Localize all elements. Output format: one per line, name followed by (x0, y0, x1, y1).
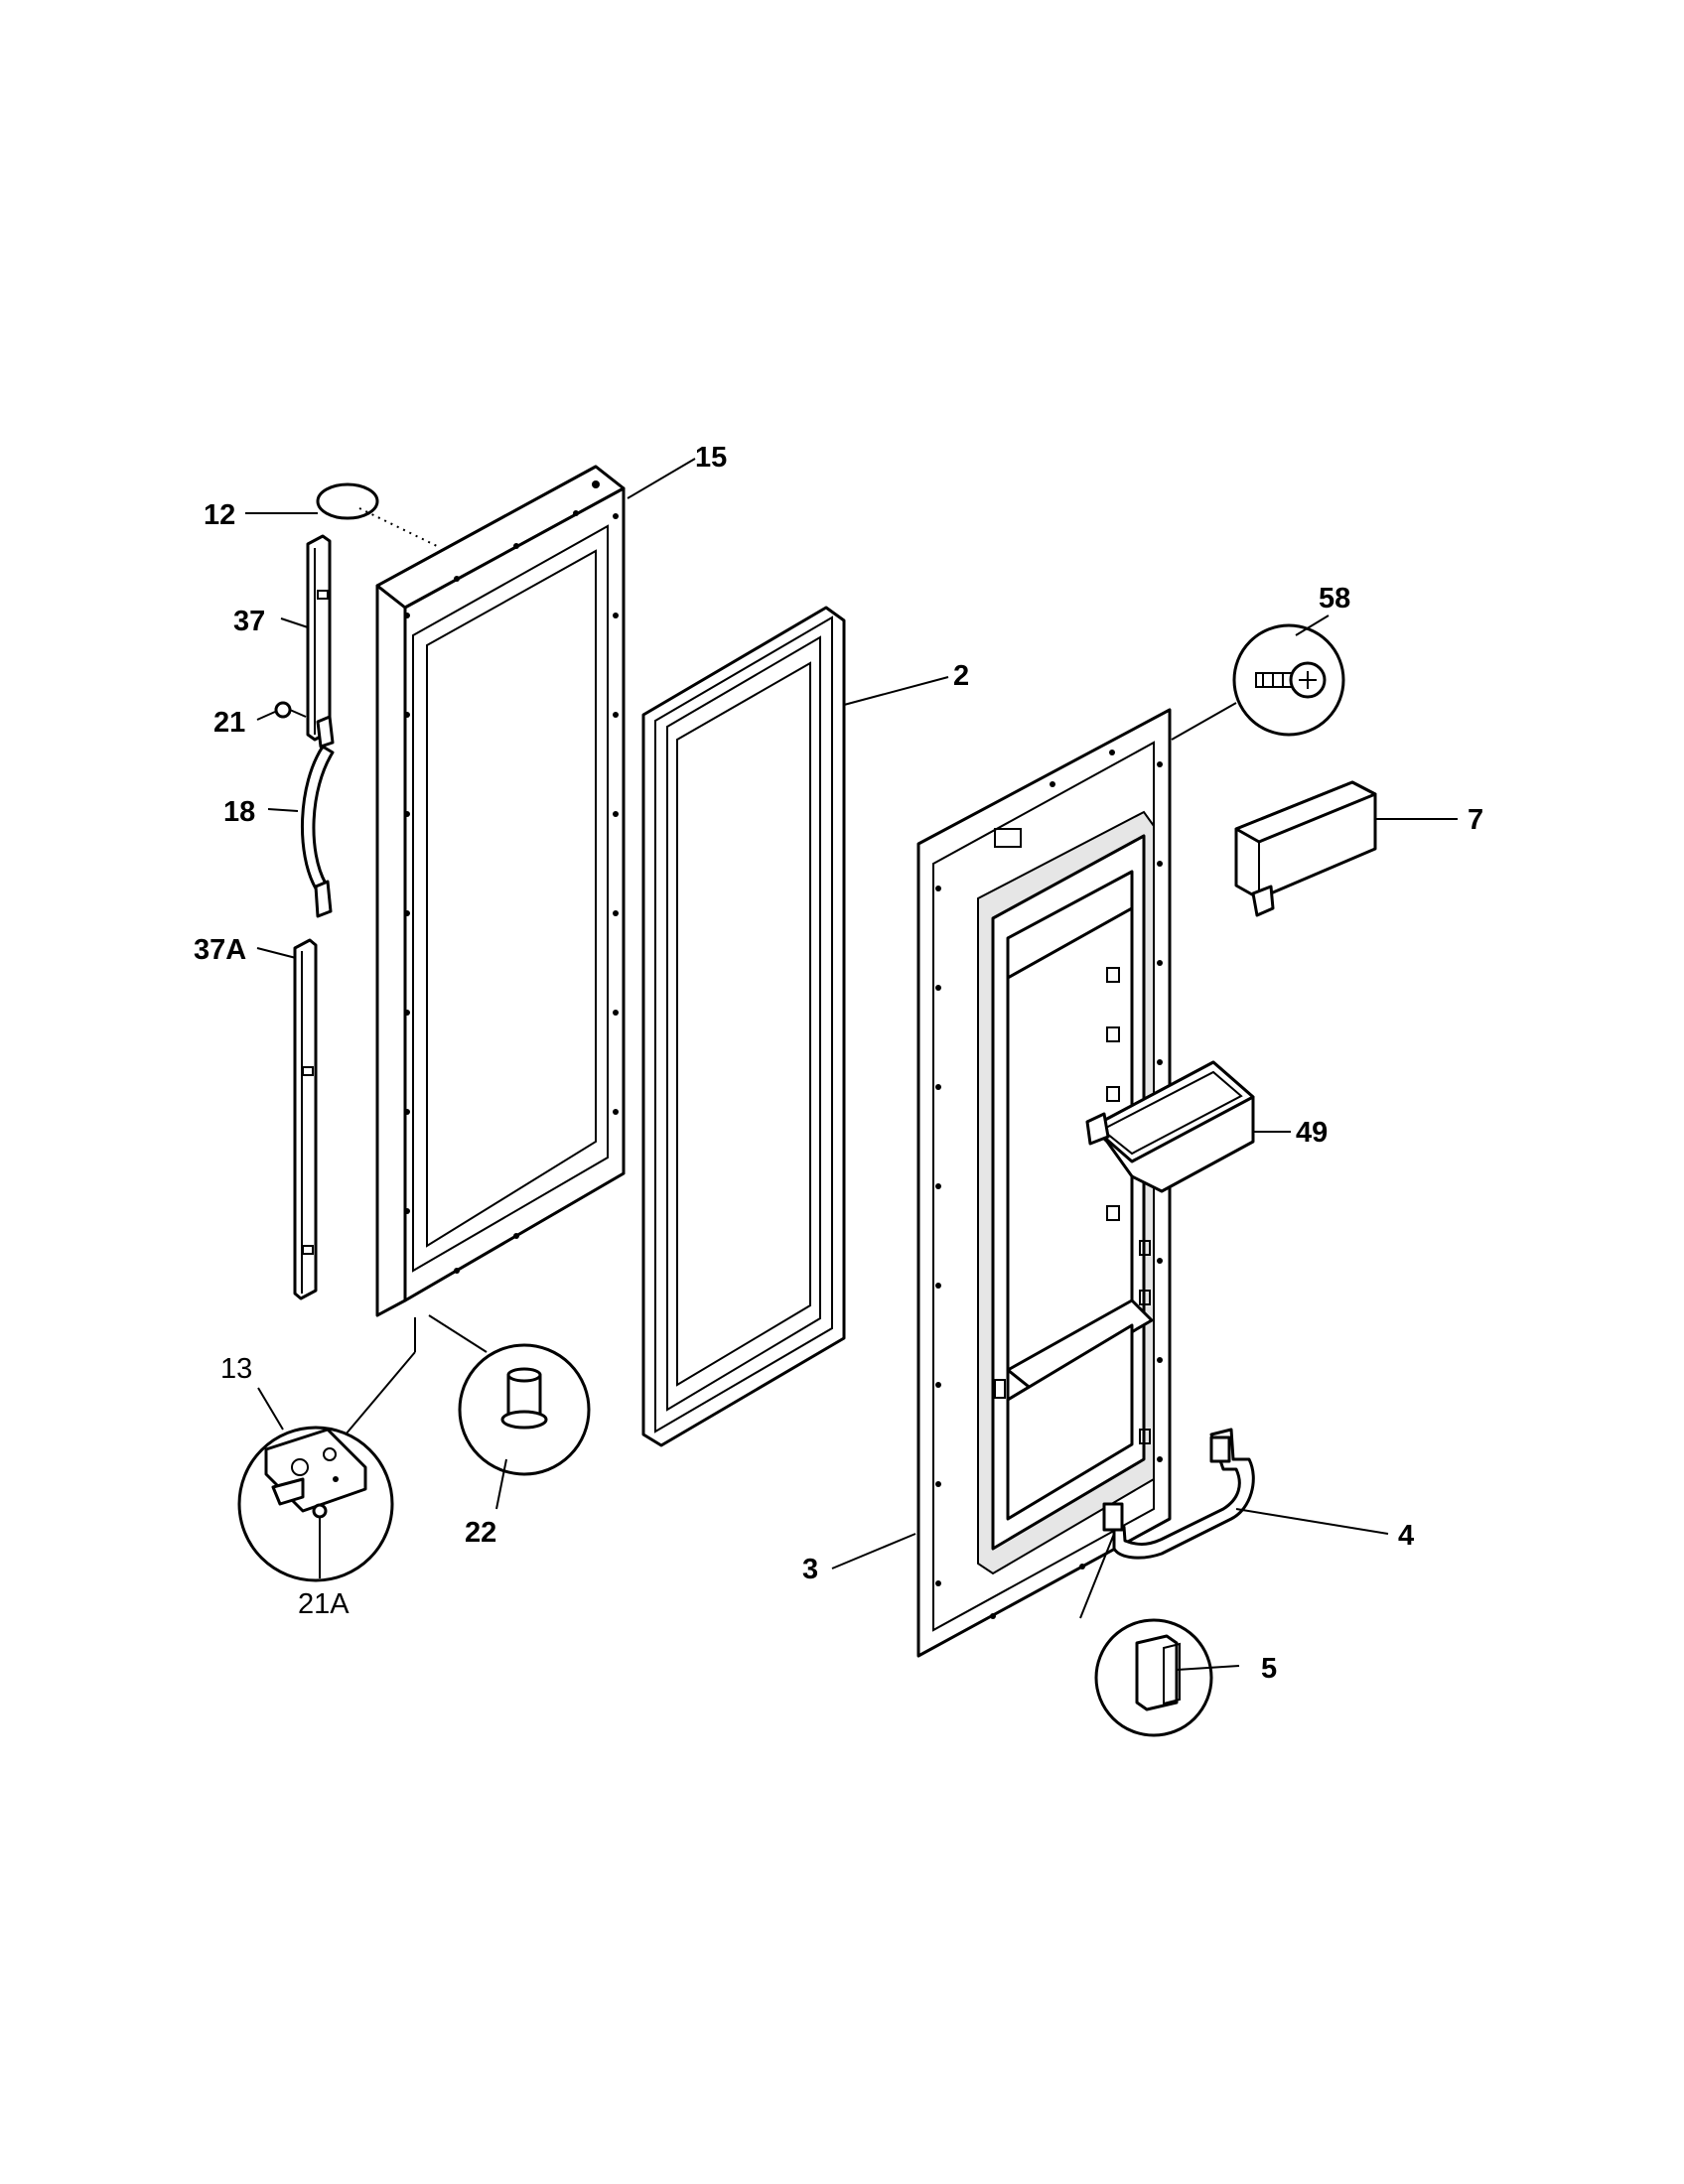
callout-18: 18 (223, 796, 255, 828)
callout-labels: 12 15 37 21 18 37A 13 21A 22 2 58 7 49 3… (194, 442, 1483, 1685)
part-2-door-gasket (641, 606, 846, 1447)
callout-13: 13 (220, 1353, 252, 1385)
part-13-hinge-detail (237, 1426, 394, 1582)
callout-22: 22 (465, 1517, 496, 1549)
part-21a-screw (312, 1503, 328, 1537)
callout-5: 5 (1261, 1653, 1277, 1685)
callout-7: 7 (1468, 804, 1483, 836)
callout-58: 58 (1319, 583, 1350, 614)
part-15-door-frame (375, 465, 626, 1317)
leader-lines (245, 458, 1458, 1671)
part-7-cover (1234, 780, 1377, 917)
callout-2: 2 (953, 660, 969, 692)
part-5-end-cap-detail (1094, 1618, 1213, 1737)
part-37a-lower-trim (293, 938, 318, 1300)
callout-3: 3 (802, 1554, 818, 1585)
part-37-upper-trim (306, 534, 332, 742)
part-12-plug (316, 482, 379, 520)
callout-12: 12 (204, 499, 235, 531)
callout-21a: 21A (298, 1588, 350, 1620)
callout-37: 37 (233, 606, 265, 637)
callout-21: 21 (213, 707, 245, 739)
callout-49: 49 (1296, 1117, 1328, 1149)
part-22-bushing-detail (458, 1343, 591, 1476)
part-49-door-bin (1085, 1060, 1255, 1193)
part-58-screw-detail (1232, 623, 1345, 737)
part-3-door-liner (916, 708, 1172, 1658)
part-4-handle (1102, 1428, 1255, 1560)
callout-37a: 37A (194, 934, 246, 966)
callout-15: 15 (695, 442, 727, 474)
part-18-bracket (300, 715, 335, 918)
part-21-screw (274, 701, 307, 719)
callout-4: 4 (1398, 1520, 1414, 1552)
